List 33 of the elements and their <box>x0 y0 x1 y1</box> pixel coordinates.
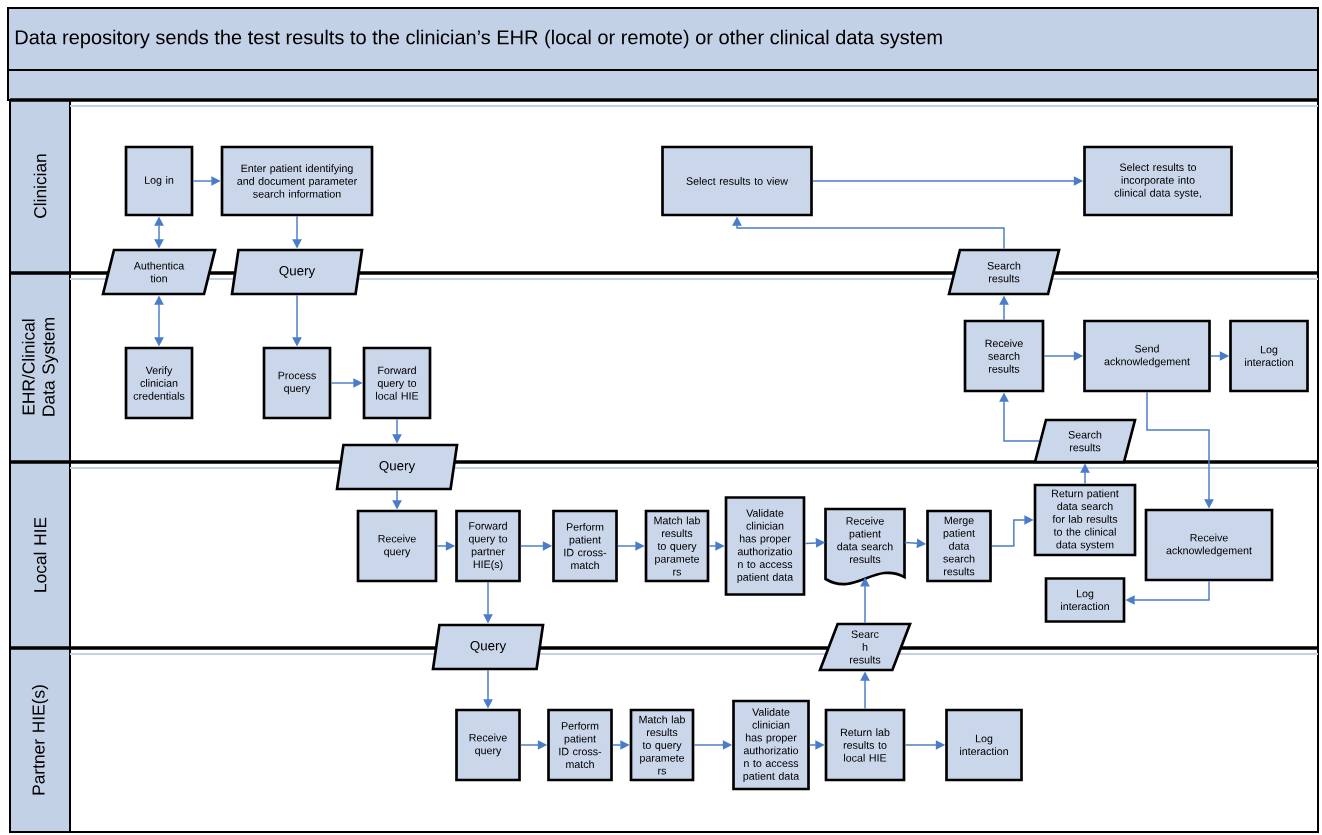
process-box: Receive search results <box>963 319 1045 393</box>
data-parallelogram: Searc h results <box>818 622 912 672</box>
process-box: Match lab results to query paramete rs <box>629 708 695 782</box>
process-box: Merge patient data search results <box>926 509 992 583</box>
process-box: Select results to view <box>661 145 813 217</box>
data-parallelogram: Query <box>230 248 364 296</box>
process-box: Receive query <box>455 708 521 782</box>
process-box: Validate clinician has proper authorizatio n to access patient data <box>732 699 810 791</box>
data-parallelogram: Query <box>431 623 545 671</box>
process-box: Enter patient identifying and document parameter search information <box>220 145 374 217</box>
data-parallelogram: Search results <box>947 248 1061 296</box>
process-box: Verify clinician credentials <box>124 346 194 420</box>
process-box: Receive acknowledgement <box>1144 508 1274 582</box>
process-box: Send acknowledgement <box>1083 319 1211 393</box>
process-box: Perform patient ID cross-match <box>552 509 618 583</box>
process-box: Return lab results to local HIE <box>824 708 906 782</box>
process-box: Process query <box>262 346 332 420</box>
process-box: Log interaction <box>945 708 1023 782</box>
process-box: Log interaction <box>1044 577 1126 623</box>
title: Data repository sends the test results to the clinician’s EHR (local or remote) or other clinical data system <box>15 29 942 49</box>
process-box: Receive query <box>356 509 438 583</box>
data-parallelogram: Authentica tion <box>101 248 217 296</box>
process-box: Forward query to partner HIE(s) <box>455 509 521 583</box>
process-box: Perform patient ID cross-match <box>547 708 613 782</box>
process-box: Log interaction <box>1229 319 1309 393</box>
process-box: Select results to incorporate into clinical data syste, <box>1083 145 1233 217</box>
process-box: Validate clinician has proper authorizatio n to access patient data <box>724 496 806 596</box>
process-box: Log in <box>124 145 194 217</box>
data-parallelogram: Search results <box>1033 418 1137 464</box>
data-parallelogram: Query <box>335 443 459 491</box>
process-box: Return patient data search for lab results to the clinical data system <box>1033 483 1137 557</box>
process-box: Match lab results to query paramete rs <box>644 509 710 583</box>
process-box: Forward query to local HIE <box>362 346 432 420</box>
